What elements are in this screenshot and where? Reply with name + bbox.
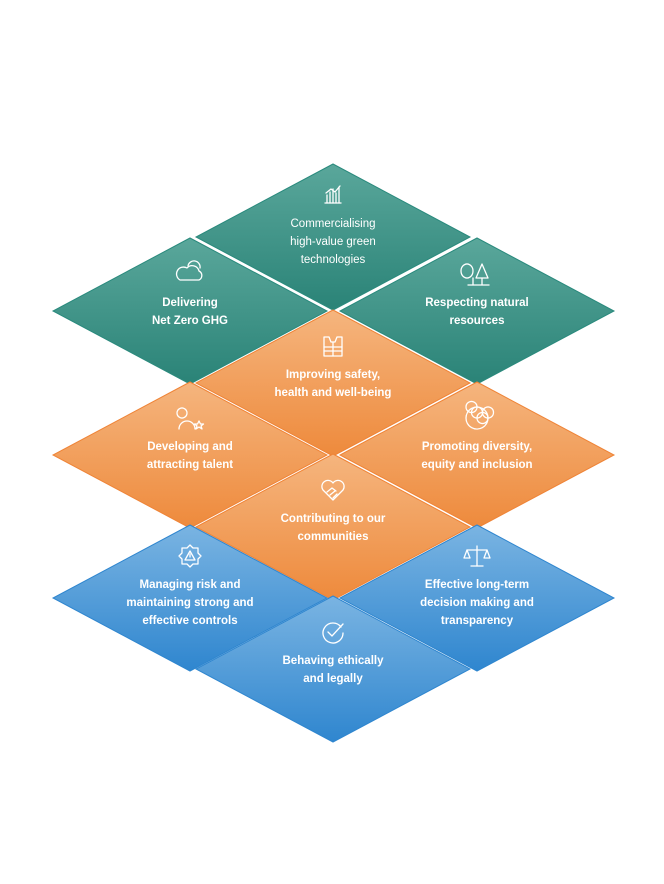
tile-label-line: transparency: [441, 615, 514, 627]
tile-label-line: Effective long-term: [425, 579, 529, 591]
diamond-ethics: [194, 595, 472, 743]
tile-label-line: communities: [298, 531, 369, 543]
bar-chart-icon: [324, 185, 342, 204]
tile-label-line: health and well-being: [275, 387, 392, 399]
tile-label-line: resources: [450, 315, 505, 327]
tile-label-line: attracting talent: [147, 459, 233, 471]
tile-safety: Improving safety, health and well-being: [194, 309, 472, 457]
tile-ethics: Behaving ethically and legally: [194, 595, 472, 743]
tile-label-line: maintaining strong and: [126, 597, 253, 609]
tile-risk: Managing risk and maintaining strong and e…: [51, 524, 329, 672]
person-star-icon: [176, 407, 205, 430]
tile-label-line: Net Zero GHG: [152, 315, 228, 327]
safety-vest-icon: [323, 336, 343, 357]
tile-label-line: decision making and: [420, 597, 534, 609]
scales-icon: [463, 545, 491, 567]
tile-label-line: Improving safety,: [286, 369, 380, 381]
circles-icon: [465, 400, 495, 430]
tile-label-line: equity and inclusion: [421, 459, 532, 471]
tile-communities: Contributing to our communities: [194, 453, 472, 601]
tile-label-line: Promoting diversity,: [422, 441, 532, 453]
tile-label-line: high-value green: [290, 236, 376, 248]
tile-label-line: Delivering: [162, 297, 218, 309]
tile-label-line: and legally: [303, 673, 363, 685]
tile-diversity: Promoting diversity, equity and inclusion: [338, 381, 616, 529]
tile-label-line: Contributing to our: [281, 513, 386, 525]
tile-commercialising: Commercialising high-value green technolog…: [194, 163, 472, 311]
tile-label-line: Commercialising: [291, 218, 376, 230]
tile-label-line: effective controls: [142, 615, 237, 627]
tile-label-line: Respecting natural: [425, 297, 529, 309]
tile-label-line: Developing and: [147, 441, 233, 453]
check-circle-icon: [322, 622, 344, 644]
tiles-layer: Commercialising high-value green technolog…: [51, 163, 616, 743]
diamond-decision-making: [338, 524, 616, 672]
heart-hands-icon: [321, 479, 345, 501]
tile-label-line: Managing risk and: [140, 579, 241, 591]
tile-label-line: technologies: [301, 254, 366, 266]
diamond-risk: [51, 524, 329, 672]
tile-decision-making: Effective long-term decision making and tr…: [338, 524, 616, 672]
trees-icon: [460, 263, 490, 286]
tile-label-line: Behaving ethically: [283, 655, 385, 667]
tile-natural-resources: Respecting natural resources: [338, 237, 616, 385]
cloud-icon: [175, 260, 203, 281]
gear-warning-icon: [178, 544, 202, 568]
